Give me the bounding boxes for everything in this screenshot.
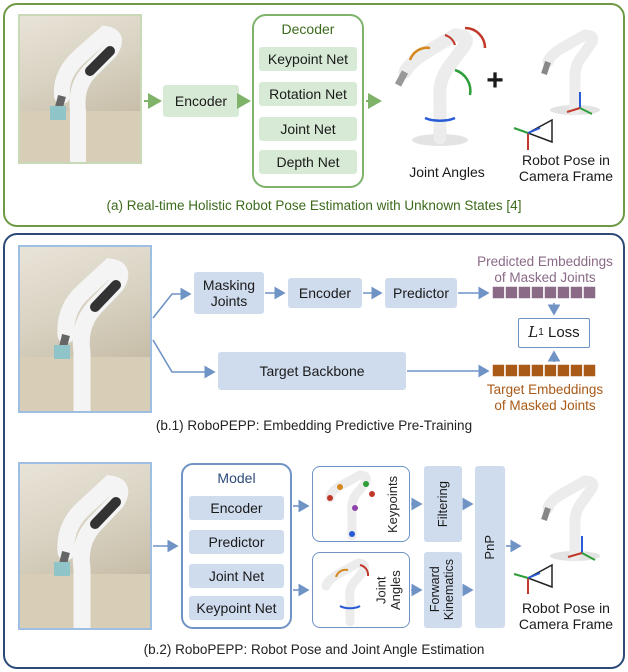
loss-variable: L — [528, 323, 539, 342]
decoder-rotation-net: Rotation Net — [259, 82, 357, 106]
target-embeddings-label: Target Embeddings of Masked Joints — [486, 382, 604, 413]
encoder-box-a: Encoder — [163, 85, 239, 117]
encoder-box-b1: Encoder — [288, 278, 362, 308]
forward-kinematics-label: Forward Kinematics — [428, 559, 456, 621]
robot-photo-b2 — [18, 462, 152, 630]
panel-b — [3, 233, 625, 669]
caption-b1: (b.1) RoboPEPP: Embedding Predictive Pre… — [155, 418, 473, 433]
filtering-box: Filtering — [424, 466, 462, 542]
caption-b2: (b.2) RoboPEPP: Robot Pose and Joint Ang… — [143, 642, 485, 657]
model-predictor: Predictor — [189, 530, 284, 554]
robot-pose-label-a: Robot Pose in Camera Frame — [518, 151, 614, 184]
robot-arm-illustration — [20, 258, 150, 411]
masking-joints-box: Masking Joints — [194, 272, 264, 314]
caption-a: (a) Real-time Holistic Robot Pose Estima… — [106, 198, 522, 213]
target-backbone-box: Target Backbone — [218, 352, 406, 390]
pnp-box: PnP — [475, 466, 505, 628]
robot-arm-illustration — [20, 25, 140, 162]
model-joint-net: Joint Net — [189, 564, 284, 588]
filtering-label: Filtering — [434, 480, 450, 528]
model-keypoint-net: Keypoint Net — [189, 596, 284, 620]
robot-photo-a — [18, 14, 142, 164]
model-container — [181, 463, 292, 629]
joint-angles-label-b2: Joint Angles — [373, 570, 403, 610]
decoder-keypoint-net: Keypoint Net — [259, 47, 357, 71]
panel-a — [3, 3, 625, 227]
forward-kinematics-box: Forward Kinematics — [424, 552, 462, 628]
predicted-embeddings-label: Predicted Embeddings of Masked Joints — [477, 254, 613, 285]
decoder-joint-net: Joint Net — [259, 117, 357, 141]
plus-sign: + — [486, 63, 504, 97]
model-title: Model — [217, 469, 256, 486]
robot-pose-label-b2: Robot Pose in Camera Frame — [518, 599, 614, 632]
predictor-box-b1: Predictor — [385, 278, 457, 308]
loss-subscript: 1 — [538, 327, 544, 339]
keypoints-label: Keypoints — [384, 475, 400, 533]
decoder-container — [252, 14, 364, 188]
decoder-depth-net: Depth Net — [259, 150, 357, 174]
model-encoder: Encoder — [189, 496, 284, 520]
robot-arm-illustration — [20, 475, 150, 628]
decoder-title: Decoder — [281, 20, 335, 37]
joint-angles-label-a: Joint Angles — [409, 163, 485, 180]
pnp-label: PnP — [481, 534, 497, 560]
robot-photo-b1 — [18, 245, 152, 413]
loss-word: Loss — [543, 324, 580, 342]
